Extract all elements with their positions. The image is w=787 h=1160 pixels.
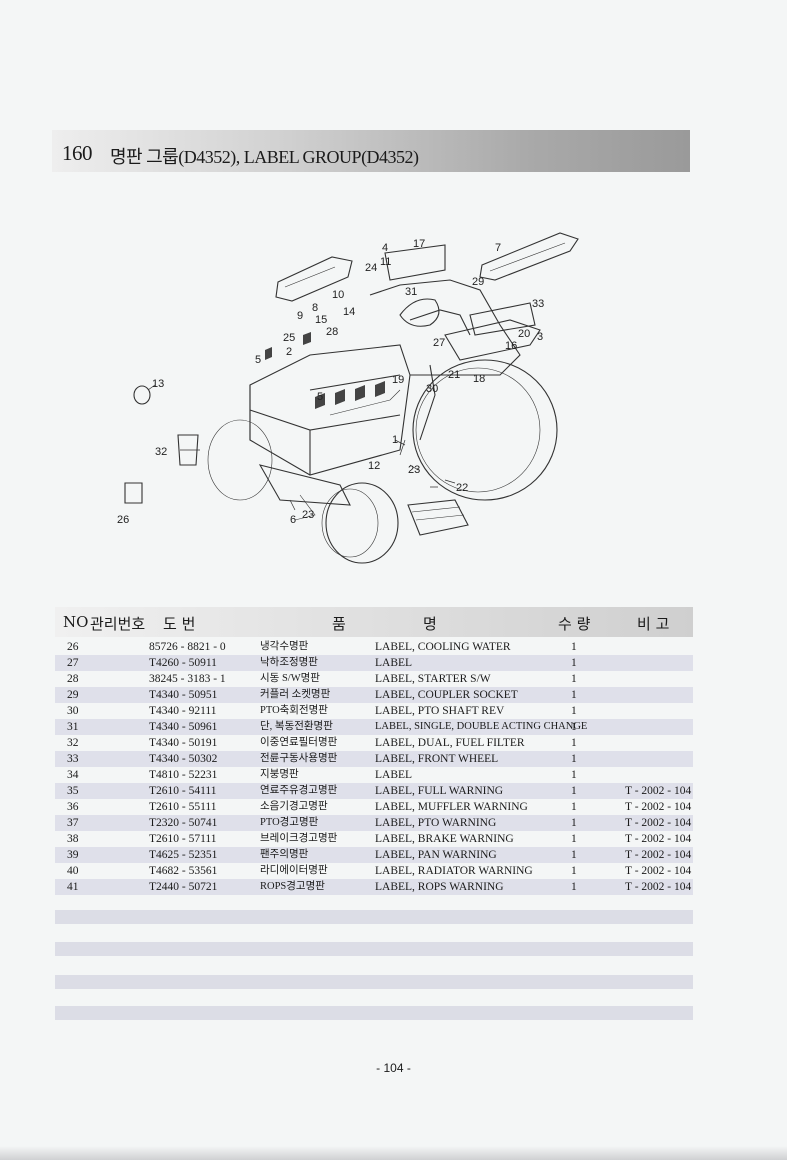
section-title: 명판 그룹(D4352), LABEL GROUP(D4352) [110, 147, 419, 167]
col-name-left: 품 [332, 615, 346, 633]
svg-text:2: 2 [286, 346, 292, 358]
svg-text:20: 20 [518, 328, 530, 340]
svg-text:26: 26 [117, 514, 129, 526]
svg-text:10: 10 [332, 289, 344, 301]
svg-text:31: 31 [405, 286, 417, 298]
col-name-right: 명 [423, 615, 437, 633]
tractor-label-diagram: 4 17 7 24 11 29 31 33 8 10 9 15 14 20 3 … [117, 232, 579, 564]
col-qty: 수 량 [558, 615, 591, 633]
svg-text:8: 8 [312, 302, 318, 314]
empty-row-stripe [55, 1006, 693, 1020]
svg-text:22: 22 [456, 482, 468, 494]
svg-text:15: 15 [315, 314, 327, 326]
svg-text:25: 25 [283, 332, 295, 344]
empty-row-stripe [55, 975, 693, 989]
svg-text:28: 28 [326, 326, 338, 338]
svg-text:6: 6 [290, 514, 296, 526]
svg-text:24: 24 [365, 262, 377, 274]
section-title-bar [52, 130, 690, 172]
col-remarks: 비 고 [637, 615, 670, 633]
svg-text:13: 13 [152, 378, 164, 390]
svg-text:12: 12 [368, 460, 380, 472]
page-number: - 104 - [376, 1061, 411, 1075]
svg-text:1: 1 [392, 434, 398, 446]
svg-text:9: 9 [297, 310, 303, 322]
svg-text:18: 18 [473, 373, 485, 385]
svg-text:7: 7 [495, 242, 501, 254]
col-mgmt-no: 관리번호 [90, 615, 146, 633]
svg-text:32: 32 [155, 446, 167, 458]
scan-edge [0, 1146, 787, 1160]
svg-text:21: 21 [448, 369, 460, 381]
svg-text:16: 16 [505, 340, 517, 352]
parts-table-header: NO 관리번호 도 번 품 명 수 량 비 고 [55, 607, 693, 637]
svg-text:23: 23 [302, 509, 314, 521]
svg-text:19: 19 [392, 374, 404, 386]
col-drawing-no: 도 번 [163, 615, 196, 633]
svg-text:14: 14 [343, 306, 355, 318]
svg-text:23: 23 [408, 464, 420, 476]
svg-text:33: 33 [532, 298, 544, 310]
col-no: NO [63, 613, 89, 631]
section-number: 160 [62, 141, 93, 165]
svg-text:17: 17 [413, 238, 425, 250]
svg-text:3: 3 [537, 331, 543, 343]
svg-text:30: 30 [426, 383, 438, 395]
svg-text:4: 4 [382, 242, 388, 254]
empty-row-stripe [55, 942, 693, 956]
svg-text:5: 5 [317, 391, 323, 403]
svg-text:5: 5 [255, 354, 261, 366]
svg-text:29: 29 [472, 276, 484, 288]
empty-row-stripe [55, 910, 693, 924]
svg-text:27: 27 [433, 337, 445, 349]
svg-text:11: 11 [380, 256, 391, 268]
